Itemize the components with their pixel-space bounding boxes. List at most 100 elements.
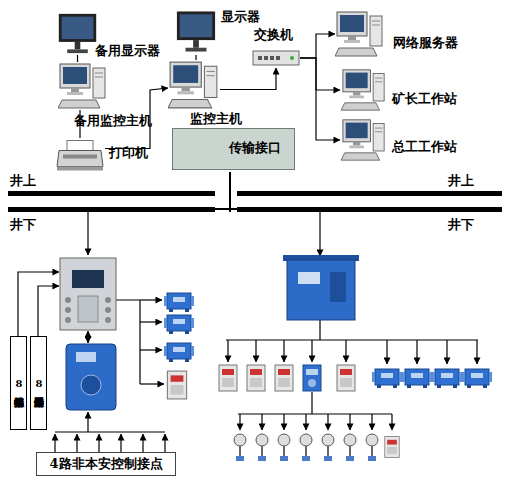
probe-wire	[391, 414, 392, 430]
probe-wire	[371, 414, 372, 430]
contact-wire	[142, 434, 143, 452]
station-window	[298, 272, 320, 284]
blue-device	[164, 343, 194, 362]
station-bus	[226, 320, 478, 340]
trunk-wire	[215, 208, 237, 210]
gland	[65, 317, 71, 323]
level-label: 井上	[448, 174, 474, 188]
host-node: 备用监控主机	[58, 62, 108, 110]
interface-panel: 传输接口	[172, 128, 295, 170]
substation-display	[72, 270, 104, 288]
node-label: 矿长工作站	[392, 92, 457, 106]
server-icon	[335, 12, 382, 56]
contact-wire	[54, 434, 55, 452]
workstation-icon	[341, 120, 384, 160]
grey-sensor	[219, 365, 237, 391]
connector	[220, 68, 276, 90]
drop-wire	[416, 340, 417, 364]
trunk-wire	[229, 172, 231, 212]
contact-bus	[55, 431, 165, 432]
probe	[344, 434, 356, 461]
contact-box: 4路非本安控制接点	[36, 452, 176, 476]
sensor-wire	[18, 272, 59, 336]
branch-wire	[116, 300, 140, 384]
blue-sensor	[303, 365, 321, 391]
backup-host-icon	[58, 64, 105, 108]
sensor-bus	[238, 392, 392, 414]
ground-bar	[237, 191, 502, 196]
power-box	[66, 344, 116, 410]
connector	[195, 55, 196, 60]
power-gauge	[81, 375, 101, 395]
sensor-box: 8路开关量传感器	[30, 336, 47, 430]
blue-device	[432, 369, 462, 388]
node-label: 监控主机	[190, 112, 242, 126]
backup-display-icon	[59, 14, 96, 53]
blue-device	[402, 369, 432, 388]
connector	[300, 34, 335, 58]
contact-wire	[98, 434, 99, 452]
probe	[234, 434, 246, 461]
probe-wire	[261, 414, 262, 430]
grey-sensor	[337, 365, 355, 391]
workstation-icon	[341, 70, 384, 110]
contact-wire	[120, 434, 121, 452]
node-label: 打印机	[109, 146, 148, 160]
probe	[366, 434, 378, 461]
connector	[77, 55, 78, 62]
node-label: 显示器	[221, 10, 260, 24]
station-body	[287, 260, 355, 320]
probe	[278, 434, 290, 461]
contact-wire	[164, 434, 165, 452]
node-label: 8路模拟量传感器	[13, 378, 25, 389]
probe	[322, 434, 334, 461]
drop-wire	[283, 340, 284, 362]
probe	[256, 434, 268, 461]
branch-wire	[140, 349, 162, 350]
contact-wire	[87, 412, 88, 432]
switch-icon	[253, 51, 299, 65]
probe	[385, 437, 399, 458]
branch-wire	[140, 321, 162, 322]
drop-wire	[446, 340, 447, 364]
drop-wire	[345, 340, 346, 362]
node-label: 4路非本安控制接点	[49, 455, 162, 473]
substation-body	[60, 258, 116, 330]
station-handle	[330, 272, 346, 302]
blue-device	[164, 293, 194, 312]
connector	[300, 58, 340, 140]
contact-wire	[76, 434, 77, 452]
gland	[105, 307, 111, 313]
connector	[300, 58, 340, 90]
level-label: 井上	[10, 174, 36, 188]
power-wire	[87, 331, 88, 343]
gland	[65, 307, 71, 313]
blue-device	[164, 315, 194, 334]
ground-bar	[8, 207, 215, 212]
node-label: 交换机	[254, 28, 293, 42]
probe-wire	[305, 414, 306, 430]
probe-wire	[283, 414, 284, 430]
branch-wire	[140, 299, 162, 300]
branch-wire	[140, 383, 164, 384]
workstation-node: 矿长工作站	[340, 68, 388, 112]
node-label: 备用显示器	[95, 44, 160, 58]
down-wire	[319, 212, 320, 256]
level-label: 井下	[10, 218, 36, 232]
node-label: 网络服务器	[393, 36, 458, 50]
sensor-box: 8路模拟量传感器	[10, 336, 27, 430]
ground-bar	[237, 207, 502, 212]
probe	[300, 434, 312, 461]
grey-sensor	[247, 365, 265, 391]
monitor-host-icon	[168, 62, 217, 108]
node-label: 传输接口	[229, 141, 281, 155]
down-wire	[87, 212, 88, 255]
grey-device	[167, 371, 186, 399]
node-label: 总工工作站	[392, 140, 457, 154]
probe-wire	[349, 414, 350, 430]
drop-wire	[255, 340, 256, 362]
drop-wire	[227, 340, 228, 362]
gland	[105, 297, 111, 303]
